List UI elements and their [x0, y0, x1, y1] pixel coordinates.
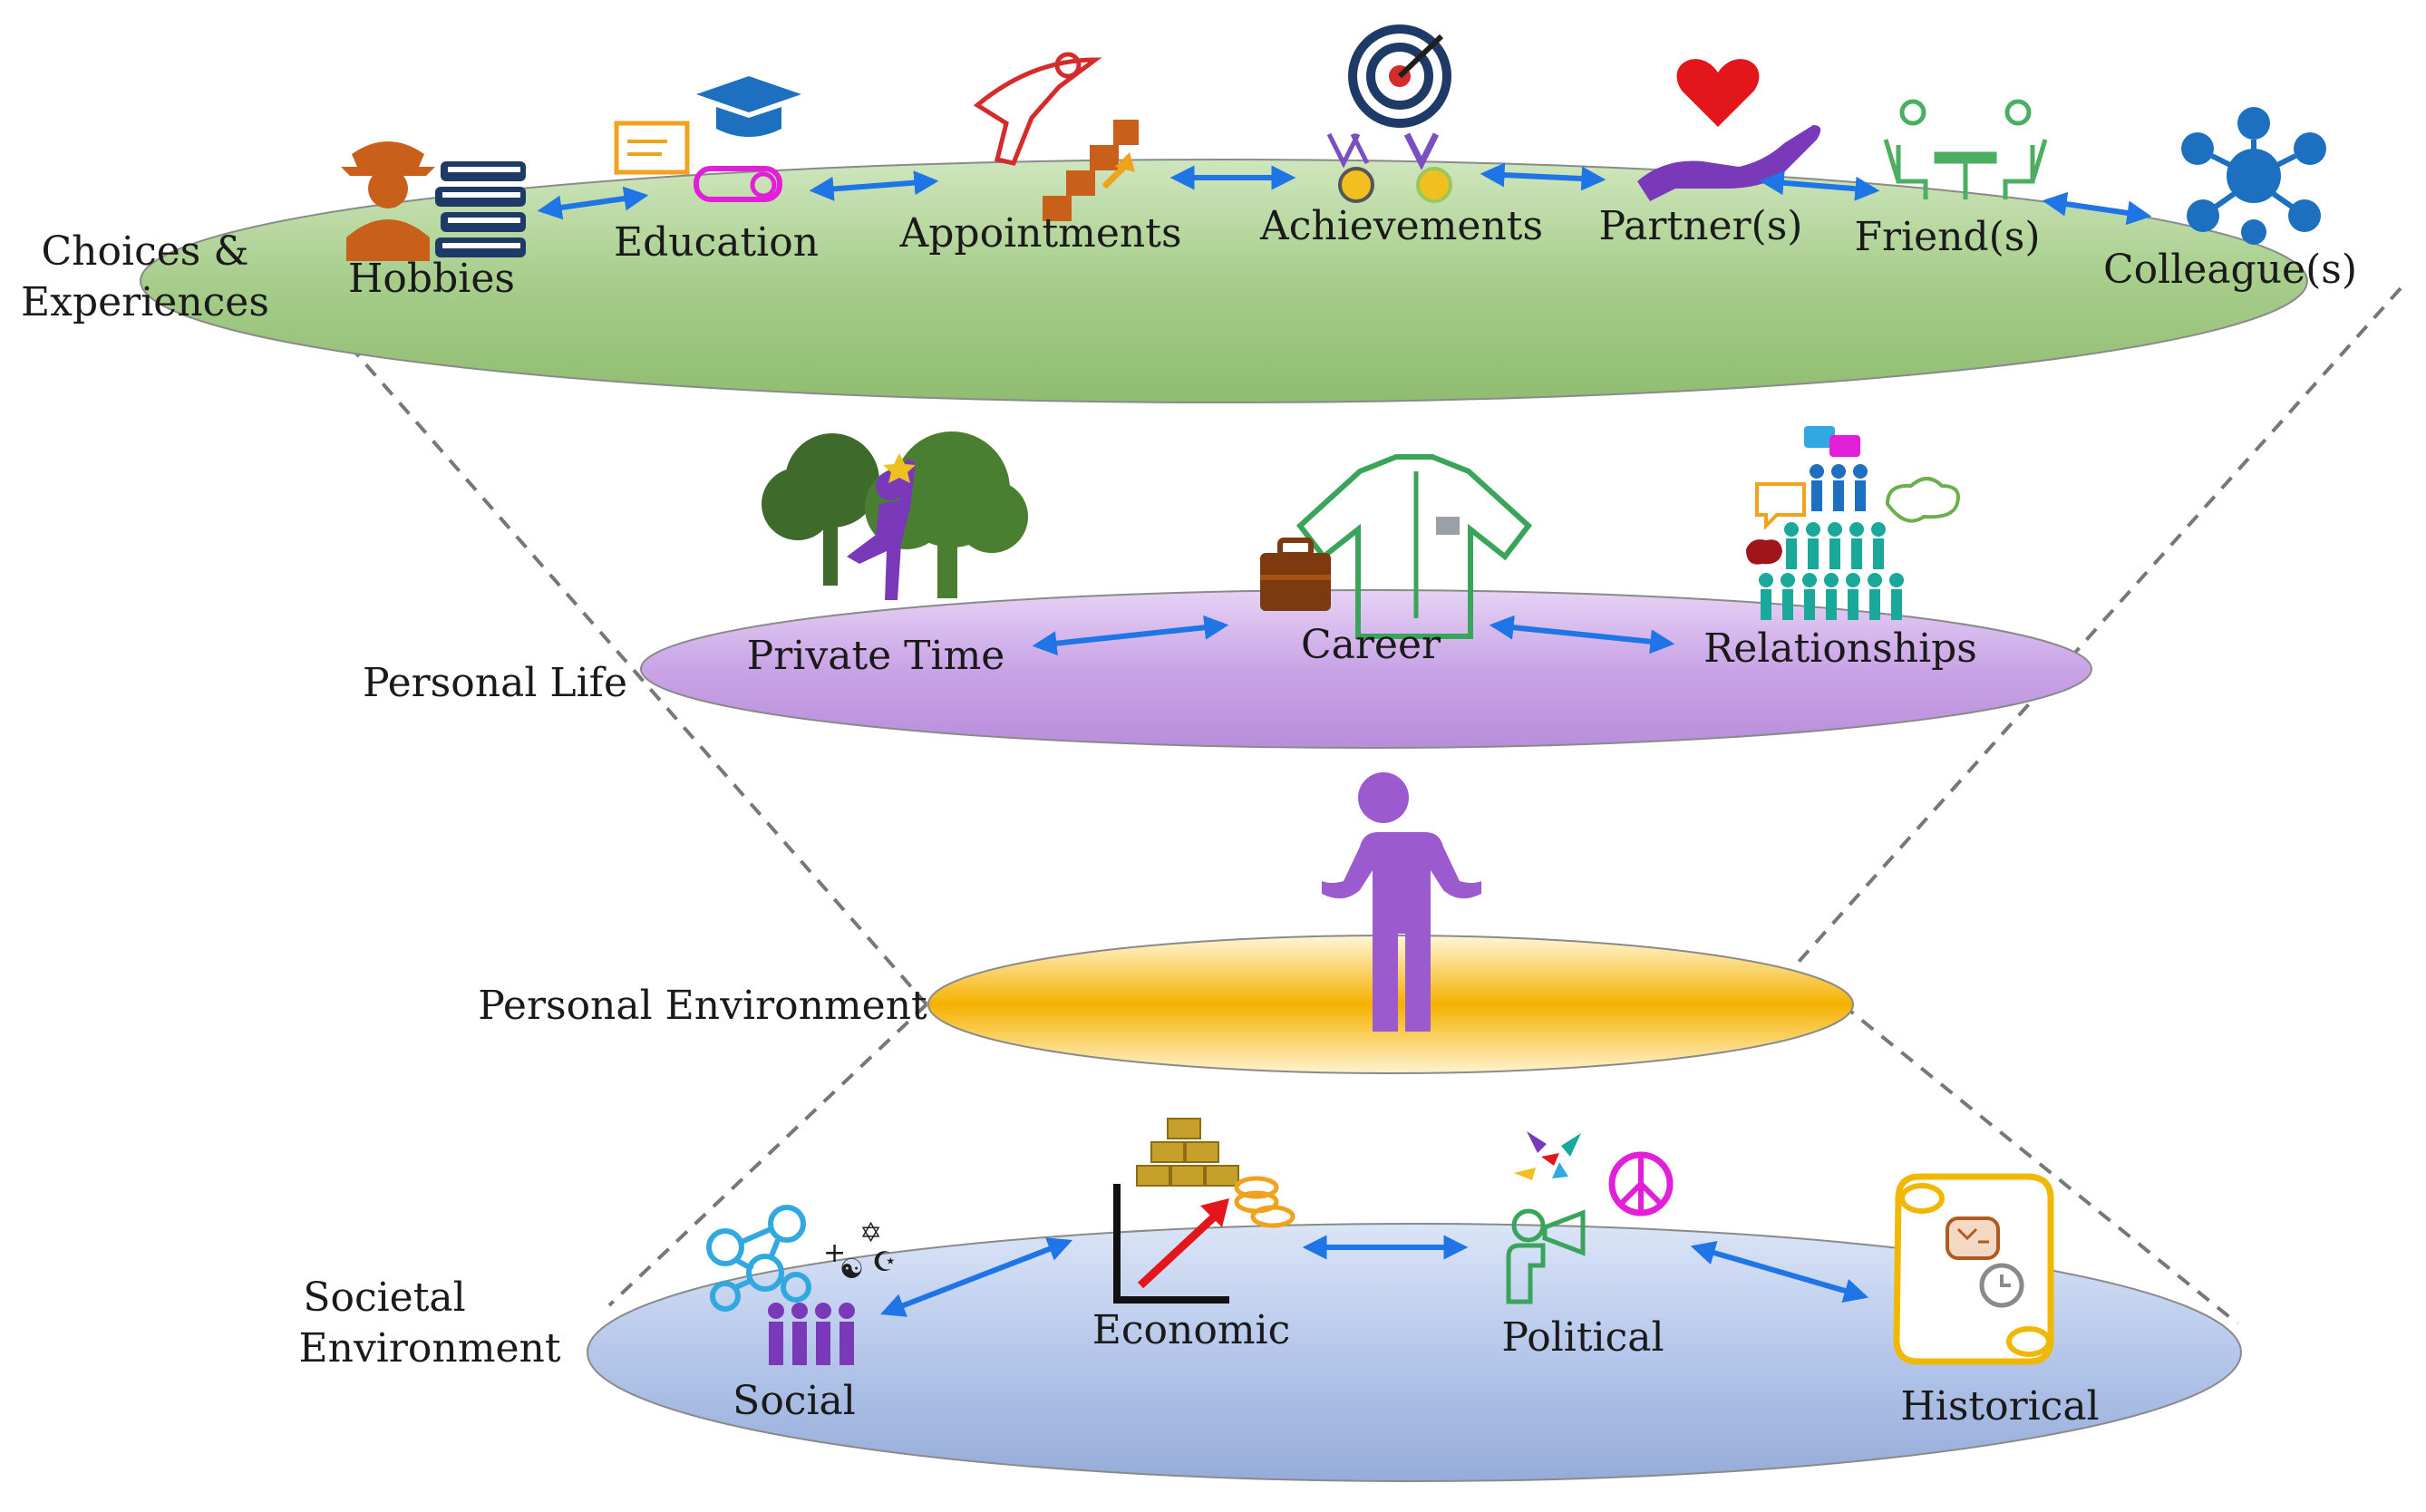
svg-text:☯: ☯ — [839, 1254, 864, 1285]
arrow-friends-colleagues — [2042, 191, 2152, 226]
personal-life-level-label: Personal Life — [363, 660, 627, 706]
arrow-hobbies-education — [537, 186, 649, 220]
choices-ellipse — [140, 159, 2308, 403]
life-label-private-time: Private Time — [747, 633, 1005, 679]
colleagues-icon — [2181, 107, 2326, 245]
economic-icon — [1113, 1118, 1295, 1304]
person-icon — [1322, 772, 1481, 1032]
arrow-partners-friends — [1759, 170, 1880, 201]
relationships-icon — [1746, 426, 1960, 620]
societal-label-political: Political — [1501, 1314, 1664, 1361]
arrow-career-relationships — [1489, 615, 1675, 654]
appointments-icon — [973, 52, 1139, 221]
achievements-icon — [1326, 24, 1452, 203]
choice-label-colleagues: Colleague(s) — [2103, 247, 2357, 293]
choice-label-hobbies: Hobbies — [348, 256, 515, 302]
choices-arrows — [537, 162, 2152, 226]
historical-icon — [1893, 1173, 2054, 1365]
life-label-career: Career — [1301, 622, 1441, 668]
arrow-education-appointments — [809, 170, 939, 201]
societal-level-label-line1: Societal — [303, 1275, 465, 1321]
friends-icon — [1883, 99, 2048, 199]
education-icon — [614, 76, 801, 202]
choices-level-label-line1: Choices & — [42, 228, 249, 275]
arrow-social-economic — [879, 1237, 1073, 1317]
societal-label-social: Social — [733, 1378, 856, 1424]
svg-text:☪: ☪ — [872, 1246, 897, 1278]
choices-level-label-line2: Experiences — [21, 279, 269, 325]
partner-icon — [1637, 59, 1821, 201]
svg-text:✡: ✡ — [859, 1217, 882, 1249]
svg-text:+: + — [823, 1237, 846, 1269]
societal-label-economic: Economic — [1092, 1307, 1291, 1353]
life-label-relationships: Relationships — [1703, 625, 1977, 672]
choice-label-partners: Partner(s) — [1599, 203, 1803, 249]
political-icon — [1506, 1131, 1674, 1304]
arrow-political-historical — [1690, 1241, 1869, 1303]
choice-label-achievements: Achievements — [1259, 203, 1543, 249]
social-icon: ✡ + ☯ ☪ — [706, 1205, 897, 1365]
personal-life-arrows — [1032, 615, 1675, 656]
private-time-icon — [762, 431, 1028, 600]
career-icon — [1260, 454, 1533, 639]
personal-environment-level-label: Personal Environment — [478, 983, 927, 1029]
choice-label-education: Education — [614, 219, 819, 266]
societal-label-historical: Historical — [1900, 1383, 2099, 1430]
societal-arrows — [879, 1235, 1869, 1317]
funnel-dashed-lines — [297, 286, 2402, 1325]
hobbies-icon — [341, 141, 526, 261]
societal-level-label-line2: Environment — [298, 1325, 560, 1371]
arrow-private-time-career — [1032, 615, 1229, 656]
arrow-achievements-partners — [1480, 162, 1606, 191]
choice-label-friends: Friend(s) — [1854, 214, 2040, 260]
choice-label-appointments: Appointments — [898, 210, 1181, 257]
personal-life-ellipse — [640, 589, 2092, 749]
